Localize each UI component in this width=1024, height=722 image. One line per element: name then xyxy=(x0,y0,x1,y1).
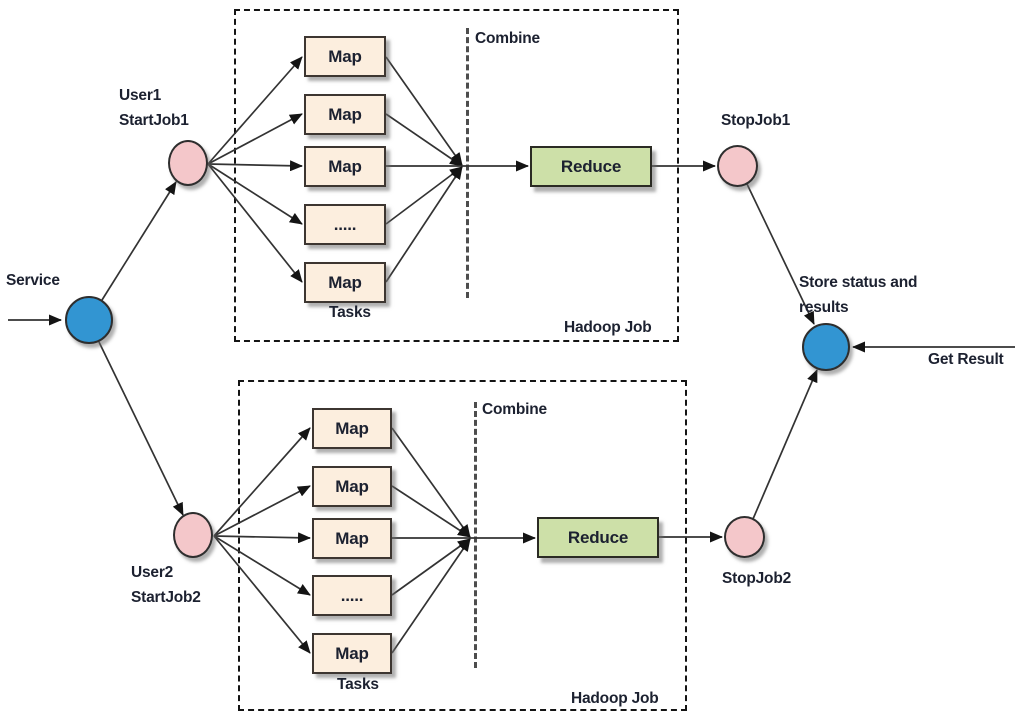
map-task-label: ..... xyxy=(340,585,364,605)
arrows-user1-to-maps xyxy=(207,56,303,283)
stopjob2-node xyxy=(724,516,765,558)
combine-label-2: Combine xyxy=(482,401,547,418)
store-results-label: Store status and results xyxy=(799,274,918,316)
tasks-label-1: Tasks xyxy=(329,304,371,321)
map-task-label: Map xyxy=(335,528,369,548)
combine-label-1: Combine xyxy=(475,30,540,47)
map-task-box: ..... xyxy=(304,204,386,245)
combine-divider-2 xyxy=(474,402,477,668)
arrows-maps-to-combine-2 xyxy=(391,427,471,654)
hadoop-job-box-2 xyxy=(238,380,687,711)
user1-startjob1-node xyxy=(168,140,208,186)
arrows-maps-to-combine-1 xyxy=(385,56,463,283)
map-task-box: Map xyxy=(312,408,392,449)
map-task-box: Map xyxy=(312,518,392,559)
map-task-label: Map xyxy=(328,104,362,124)
combine-divider-1 xyxy=(466,28,469,298)
service-label: Service xyxy=(6,272,60,289)
map-task-box: Map xyxy=(304,262,386,303)
get-result-label: Get Result xyxy=(928,351,1004,368)
map-task-box: Map xyxy=(312,633,392,674)
reduce-box-1: Reduce xyxy=(530,146,652,187)
reduce-box-2: Reduce xyxy=(537,517,659,558)
map-task-label: Map xyxy=(328,156,362,176)
user1-label: User1 StartJob1 xyxy=(119,87,189,129)
reduce-label: Reduce xyxy=(567,527,629,547)
arrow-stopjob1-to-store xyxy=(746,183,815,325)
map-task-box: Map xyxy=(304,36,386,77)
map-task-label: Map xyxy=(328,46,362,66)
user2-startjob2-node xyxy=(173,512,213,558)
user2-label: User2 StartJob2 xyxy=(131,564,201,606)
map-task-label: ..... xyxy=(333,214,357,234)
stopjob2-label: StopJob2 xyxy=(722,570,792,587)
tasks-label-2: Tasks xyxy=(337,676,379,693)
reduce-label: Reduce xyxy=(560,156,622,176)
service-node xyxy=(65,296,113,344)
hadoop-job-label-1: Hadoop Job xyxy=(564,319,652,336)
stopjob1-label: StopJob1 xyxy=(721,112,791,129)
map-task-box: ..... xyxy=(312,575,392,616)
map-task-label: Map xyxy=(328,272,362,292)
hadoop-job-label-2: Hadoop Job xyxy=(571,690,659,707)
store-results-node xyxy=(802,323,850,371)
arrow-service-to-user1 xyxy=(101,181,177,301)
arrow-service-to-user2 xyxy=(98,341,184,516)
map-task-box: Map xyxy=(312,466,392,507)
map-task-label: Map xyxy=(335,476,369,496)
arrows-user2-to-maps xyxy=(213,427,311,654)
map-task-label: Map xyxy=(335,643,369,663)
map-task-box: Map xyxy=(304,94,386,135)
hadoop-job-box-1 xyxy=(234,9,679,342)
stopjob1-node xyxy=(717,145,758,187)
map-task-label: Map xyxy=(335,418,369,438)
map-task-box: Map xyxy=(304,146,386,187)
arrow-stopjob2-to-store xyxy=(752,369,818,520)
